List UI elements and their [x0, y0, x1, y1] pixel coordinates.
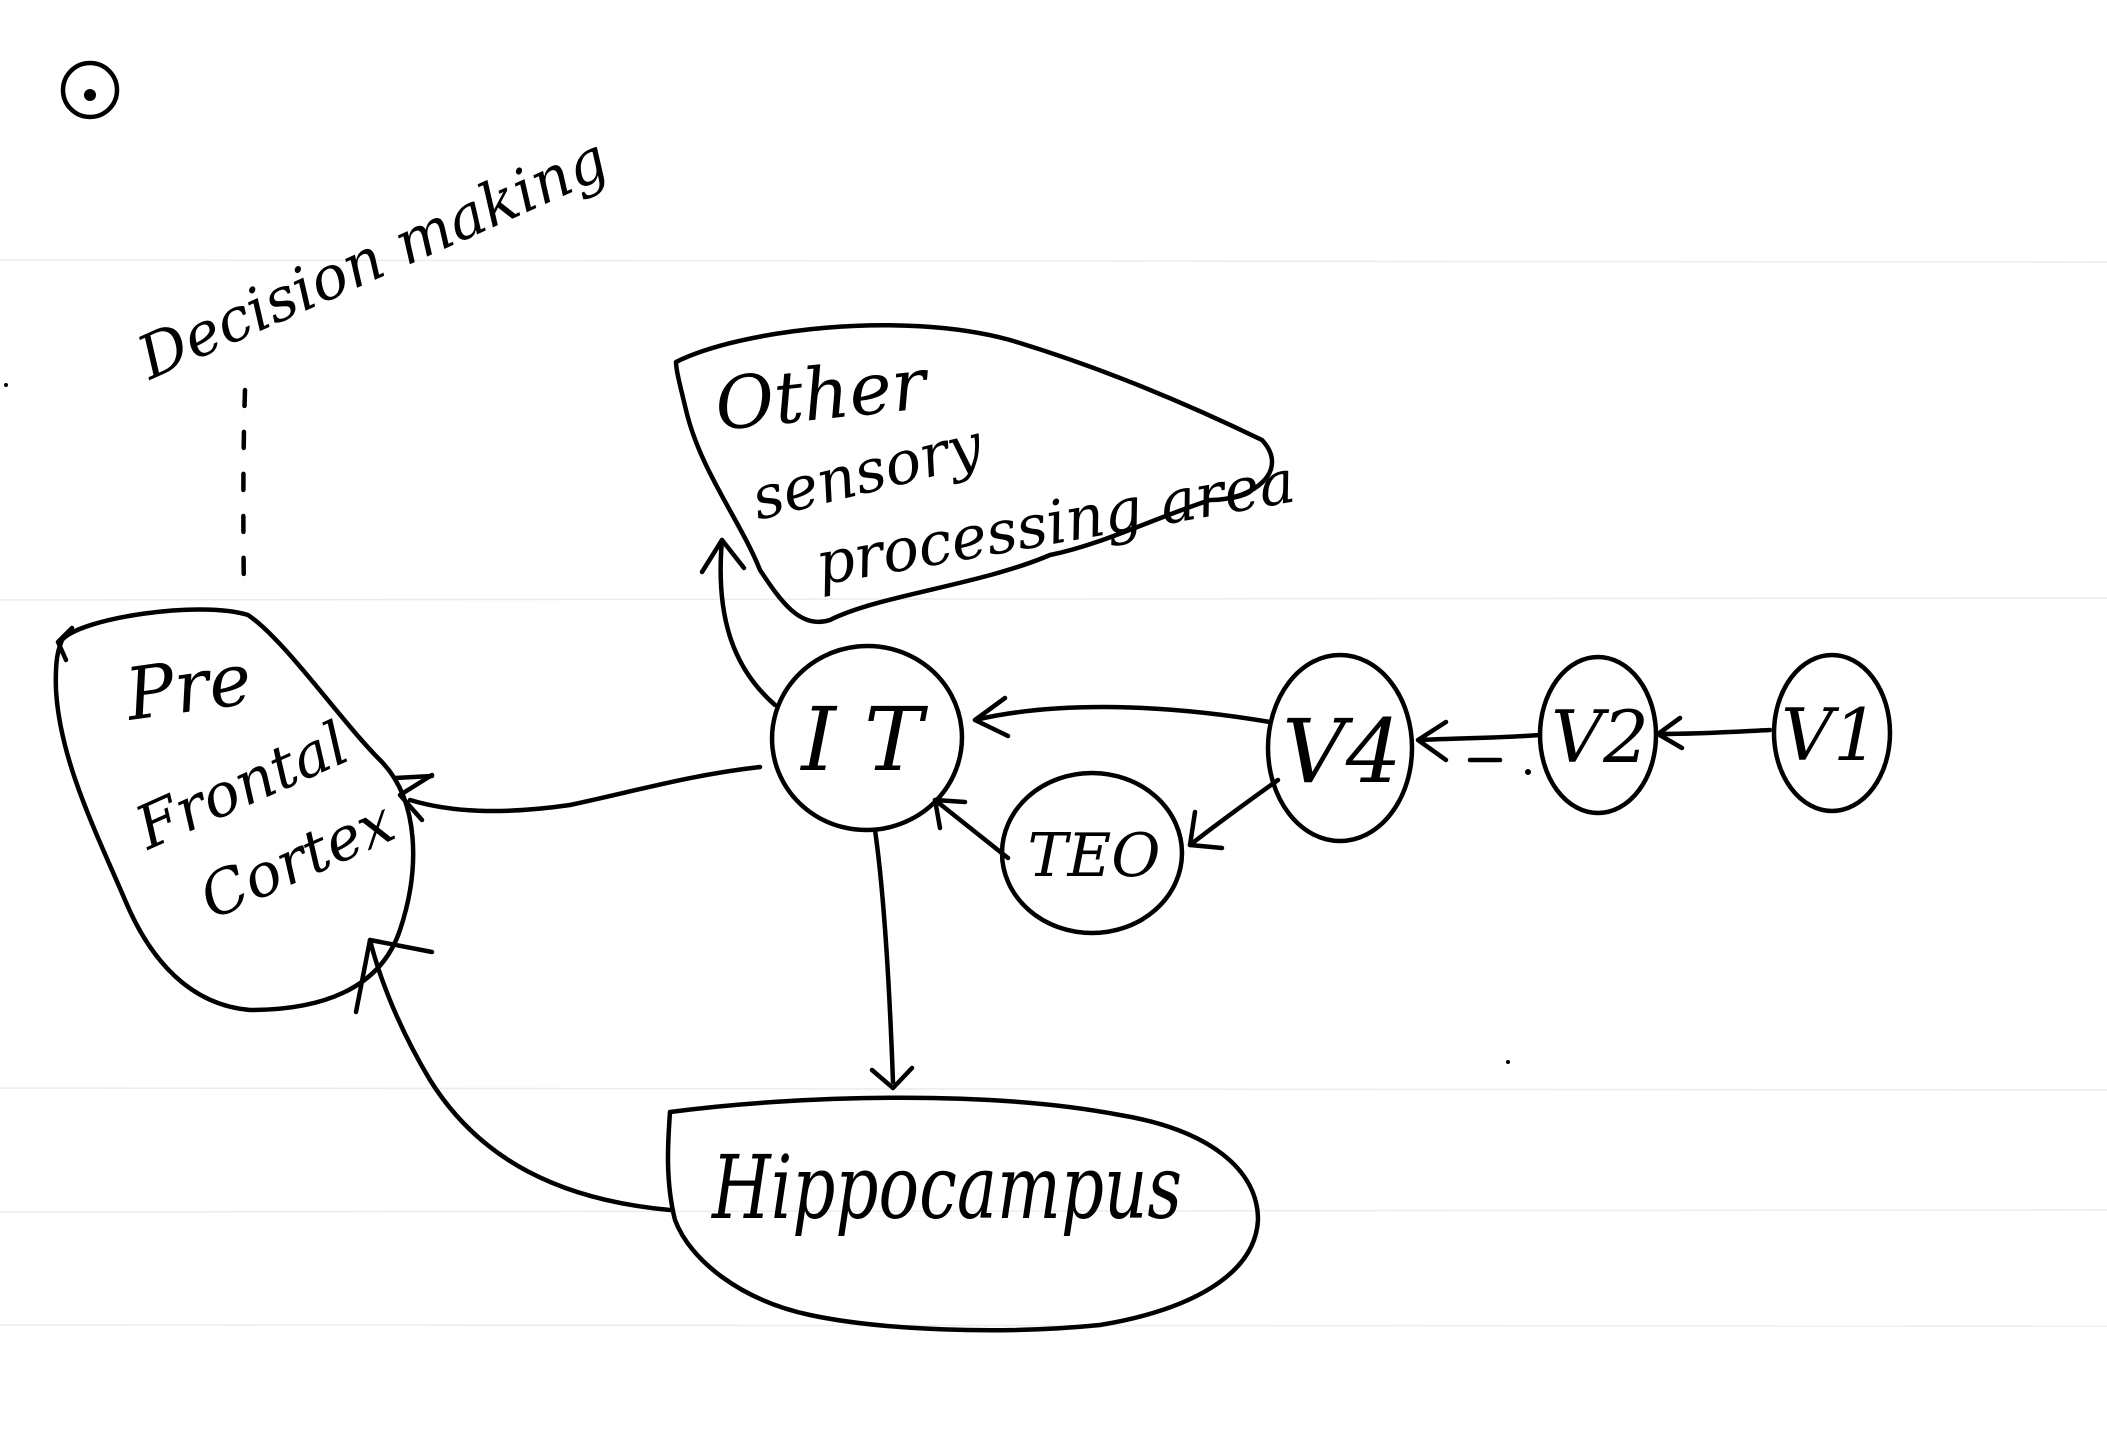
decision-making-annotation: Decision making [127, 124, 618, 394]
prefrontal-outline [53, 607, 416, 1013]
v1-label: V1 [1781, 693, 1879, 777]
arrow-v4-to-teo [1187, 777, 1281, 851]
prefrontal-label-line1: Pre [119, 636, 257, 737]
decision-link-dashed [241, 387, 248, 601]
node-teo: TEO [999, 770, 1185, 936]
other-sensory-outline [673, 323, 1275, 625]
hippocampus-label: Hippocampus [710, 1136, 1182, 1239]
node-v1: V1 [1771, 652, 1893, 814]
hippocampus-outline [665, 1095, 1261, 1333]
arrow-teo-to-it [932, 797, 1011, 861]
arrow-it-to-hippocampus [869, 827, 915, 1091]
teo-label: TEO [1027, 821, 1160, 891]
v2-label: V2 [1551, 695, 1649, 779]
node-other-sensory-area: Other sensory processing area [673, 323, 1300, 625]
it-label: I T [799, 688, 929, 791]
node-hippocampus: Hippocampus [665, 1095, 1261, 1333]
node-prefrontal-cortex: Pre Frontal Cortex [53, 607, 416, 1013]
arrow-v2-to-v4 [1415, 719, 1543, 763]
v1-outline [1771, 652, 1893, 814]
arrow-v1-to-v2 [1655, 715, 1773, 751]
paper-ruling [0, 259, 2107, 1327]
record-marker-icon [60, 60, 120, 120]
ink-specks [4, 383, 1531, 1064]
node-v4: V4 [1265, 652, 1415, 844]
v4-label: V4 [1282, 700, 1402, 803]
v4-outline [1265, 652, 1415, 844]
arrow-it-to-other-sensory [699, 537, 778, 708]
arrow-hippocampus-to-prefrontal [353, 937, 673, 1213]
node-v2: V2 [1537, 654, 1659, 816]
arrow-it-to-prefrontal [392, 764, 763, 823]
arrow-v4-to-it [972, 695, 1273, 739]
node-it: I T [769, 643, 965, 833]
